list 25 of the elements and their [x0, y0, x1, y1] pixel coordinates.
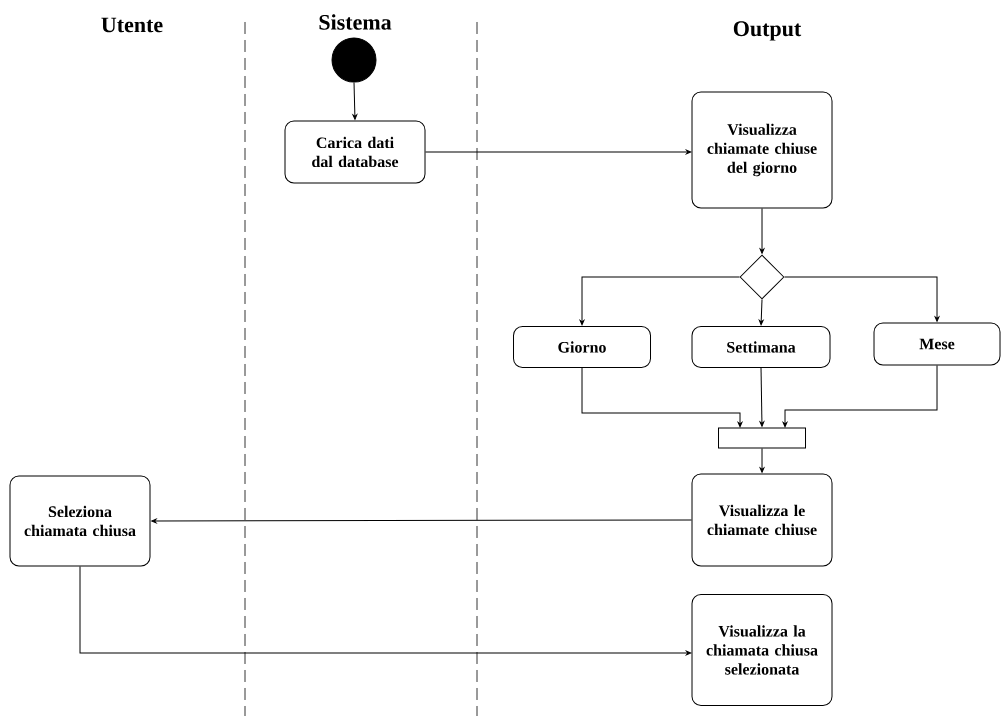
arrow	[759, 448, 765, 473]
arrow	[758, 299, 764, 326]
action-box: Carica dati dal database	[284, 120, 426, 184]
action-box: Giorno	[513, 326, 651, 368]
lane-header: Utente	[101, 17, 163, 33]
arrow	[784, 276, 940, 322]
join-bar	[718, 427, 806, 449]
action-box: Visualizza le chiamate chiuse	[691, 473, 833, 567]
arrow	[79, 566, 692, 656]
arrow	[759, 208, 765, 254]
arrow	[759, 367, 765, 427]
arrow	[151, 518, 692, 524]
arrow	[581, 367, 743, 428]
arrow	[352, 82, 358, 120]
lane-header: Output	[733, 21, 802, 41]
action-box: Visualizza chiamate chiuse del giorno	[691, 91, 833, 209]
action-box: Seleziona chiamata chiusa	[9, 475, 151, 567]
decision-diamond	[739, 254, 785, 300]
start-node	[331, 37, 377, 83]
arrow	[425, 149, 692, 155]
arrow	[782, 365, 938, 428]
action-box: Visualizza la chiamata chiusa selezionata	[691, 594, 833, 706]
action-box: Mese	[873, 322, 1001, 366]
arrow	[579, 276, 740, 326]
action-box: Settimana	[691, 326, 831, 368]
